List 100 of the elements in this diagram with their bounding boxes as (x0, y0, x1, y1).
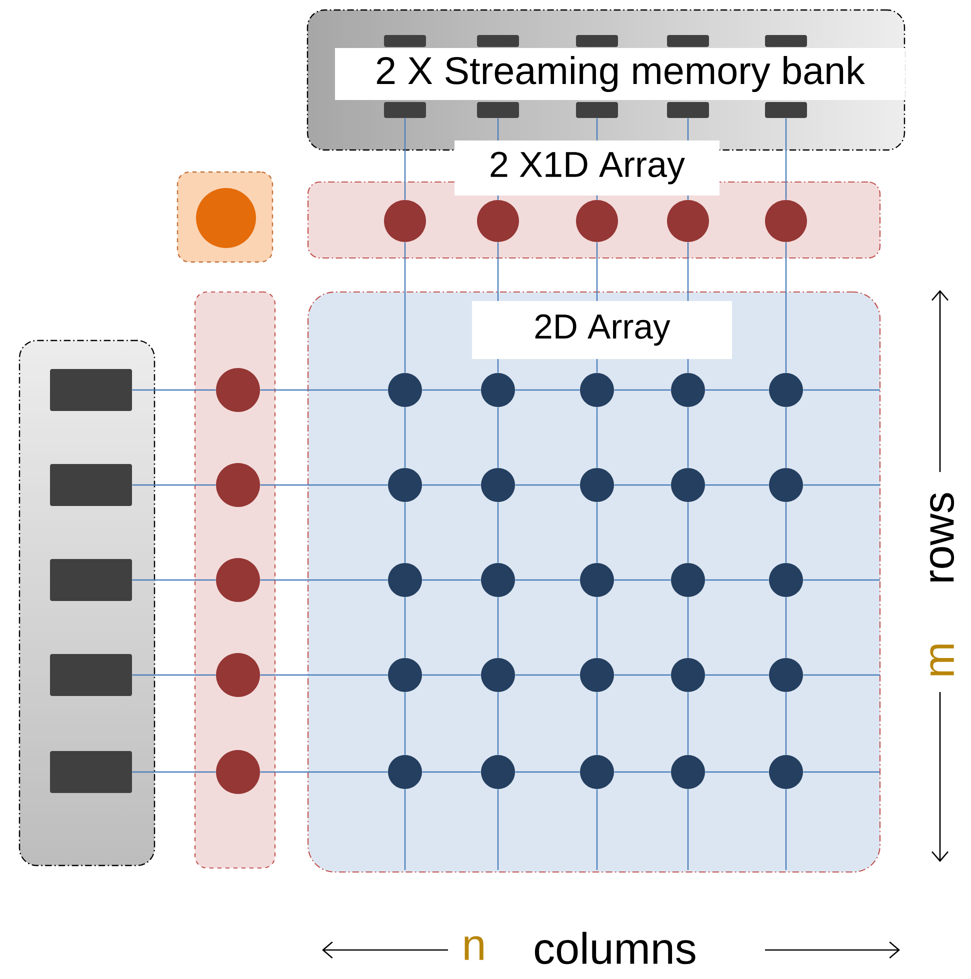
grid-line (422, 389, 481, 391)
grid-line (614, 484, 671, 486)
grid-line (260, 389, 388, 391)
grid-line (785, 789, 787, 870)
grid-line (260, 674, 388, 676)
grid-line (132, 771, 216, 773)
processing-element (671, 373, 705, 407)
dimension-label: rows (930, 493, 954, 582)
array-element (576, 200, 618, 242)
memory-cell (667, 35, 709, 47)
grid-line (260, 484, 388, 486)
processing-element (580, 563, 614, 597)
grid-line (614, 771, 671, 773)
array-element (765, 200, 807, 242)
grid-line (515, 771, 580, 773)
grid-line (260, 771, 388, 773)
processing-element (671, 468, 705, 502)
dimension-label: m (930, 644, 954, 676)
grid-line (687, 597, 689, 658)
grid-line (422, 771, 481, 773)
grid-line (785, 692, 787, 755)
grid-line (785, 597, 787, 658)
grid-line (515, 579, 580, 581)
processing-element (769, 563, 803, 597)
memory-cell (576, 102, 618, 118)
memory-cell (667, 102, 709, 118)
memory-cell (576, 35, 618, 47)
grid-line (596, 407, 598, 468)
array-element (667, 200, 709, 242)
grid-line (404, 118, 406, 200)
grid-line (803, 484, 880, 486)
processing-element (388, 563, 422, 597)
processing-element (481, 563, 515, 597)
array-element (384, 200, 426, 242)
grid-line (497, 502, 499, 563)
memory-cell (765, 102, 807, 118)
dimension-label: columns (534, 932, 696, 964)
grid-line (785, 118, 787, 200)
grid-line (132, 389, 216, 391)
grid-line (497, 789, 499, 870)
processing-element (671, 563, 705, 597)
array-element (216, 368, 260, 412)
grid-line (497, 407, 499, 468)
grid-line (687, 692, 689, 755)
grid-line (614, 389, 671, 391)
grid-line (705, 579, 769, 581)
processing-element (388, 468, 422, 502)
grid-line (596, 789, 598, 870)
dimension-label: n (464, 936, 484, 960)
processing-element (481, 755, 515, 789)
memory-cell (477, 35, 519, 47)
grid-line (687, 789, 689, 870)
grid-line (515, 389, 580, 391)
grid-line (515, 484, 580, 486)
panel-label: 2 X Streaming memory bank (335, 48, 905, 100)
grid-line (497, 692, 499, 755)
grid-line (803, 389, 880, 391)
grid-line (705, 771, 769, 773)
processing-element (769, 373, 803, 407)
memory-cell (50, 559, 132, 601)
grid-line (132, 674, 216, 676)
processing-element (671, 658, 705, 692)
processing-element (580, 658, 614, 692)
grid-line (785, 242, 787, 373)
grid-line (260, 579, 388, 581)
grid-line (614, 674, 671, 676)
processing-element (388, 658, 422, 692)
memory-cell (477, 102, 519, 118)
grid-line (132, 579, 216, 581)
grid-line (705, 484, 769, 486)
memory-cell (50, 464, 132, 506)
memory-cell (50, 751, 132, 793)
processing-element (769, 658, 803, 692)
grid-line (803, 579, 880, 581)
grid-line (515, 674, 580, 676)
grid-line (705, 389, 769, 391)
grid-line (422, 579, 481, 581)
grid-line (596, 502, 598, 563)
processing-element (580, 755, 614, 789)
processing-element (580, 468, 614, 502)
processing-element (580, 373, 614, 407)
grid-line (132, 484, 216, 486)
processing-element (481, 658, 515, 692)
grid-line (687, 407, 689, 468)
processor-element (196, 188, 256, 248)
grid-line (803, 771, 880, 773)
array-element (216, 463, 260, 507)
processing-element (388, 373, 422, 407)
grid-line (422, 484, 481, 486)
grid-line (404, 242, 406, 373)
grid-line (614, 579, 671, 581)
grid-line (803, 674, 880, 676)
array-element (216, 558, 260, 602)
grid-line (687, 502, 689, 563)
grid-line (705, 674, 769, 676)
grid-line (404, 692, 406, 755)
memory-cell (384, 35, 426, 47)
memory-cell (765, 35, 807, 47)
grid-line (785, 407, 787, 468)
grid-line (422, 674, 481, 676)
